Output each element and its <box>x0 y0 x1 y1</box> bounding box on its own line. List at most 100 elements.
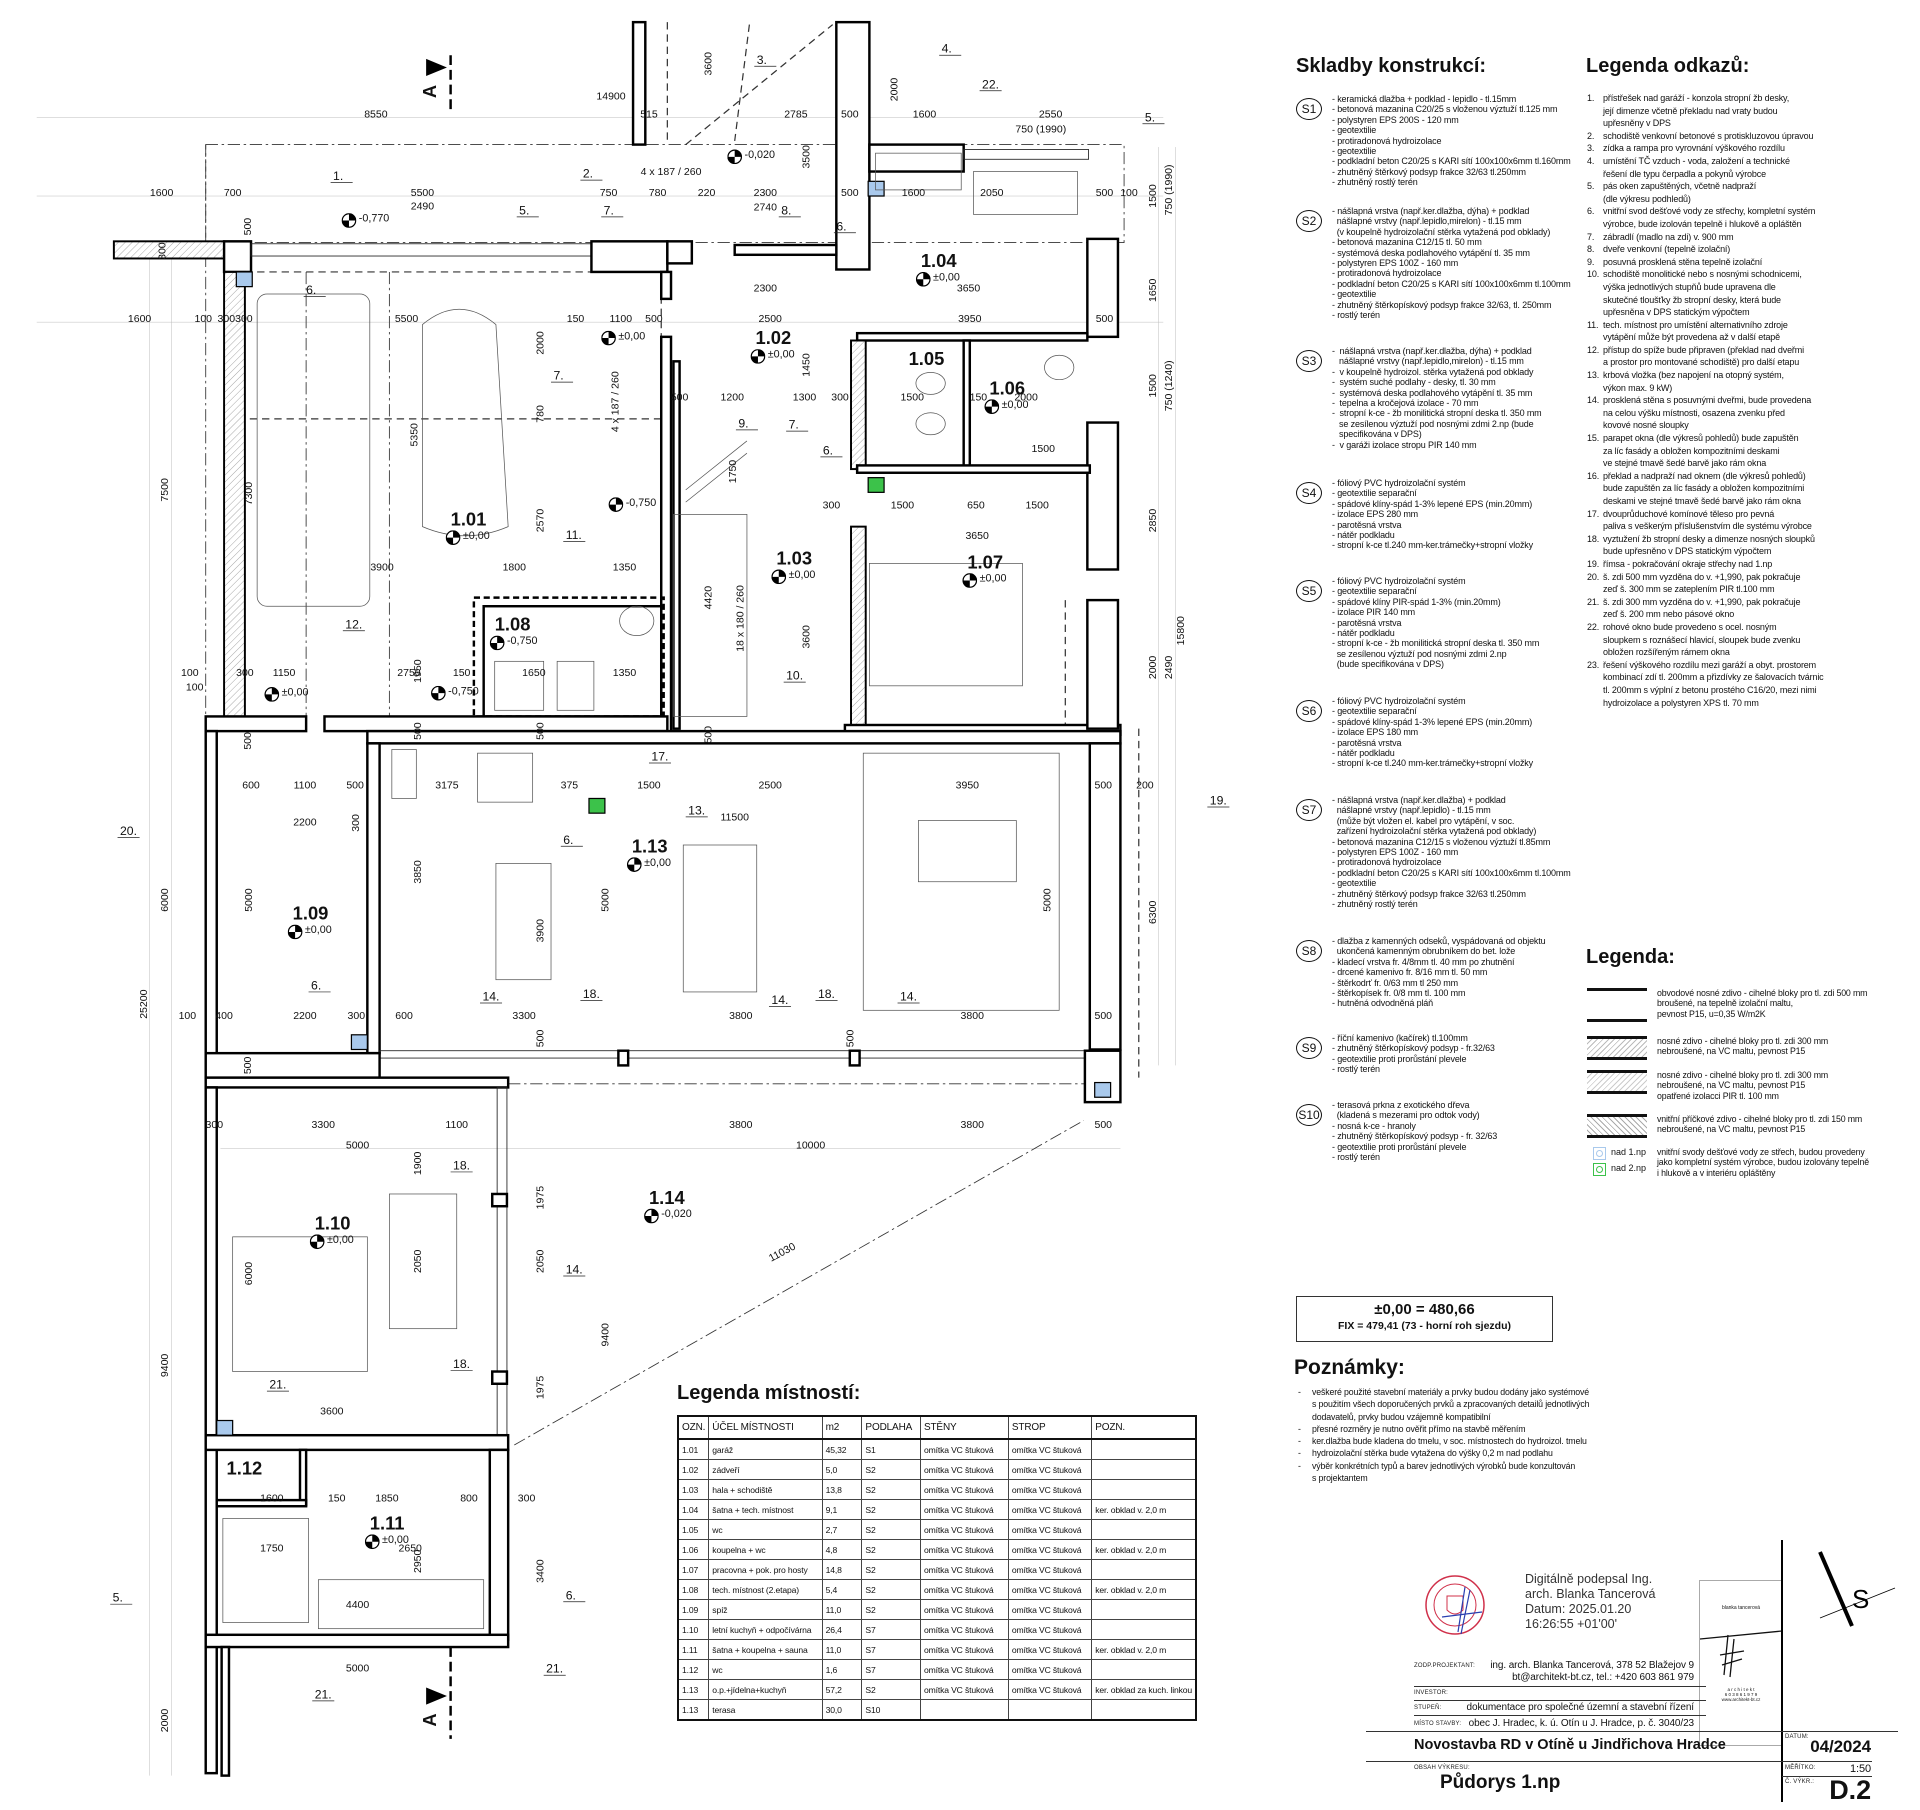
odkaz-item: 7.zábradlí (madlo na zdi) v. 900 mm <box>1587 231 1897 244</box>
table-cell <box>1091 1438 1197 1460</box>
skladba-code-badge: S5 <box>1296 580 1322 602</box>
dimension-label: 4 x 187 / 260 <box>609 371 621 432</box>
skladba-line: - nátěr podkladu <box>1332 748 1395 759</box>
dimension-label: 220 <box>698 187 716 199</box>
zodp-line2: bt@architekt-bt.cz, tel.: +420 603 861 9… <box>1512 1672 1694 1683</box>
skladba-line: - stropní k-ce - žb monilitická stropní … <box>1332 408 1542 419</box>
skladba-line: - geotextilie separační <box>1332 586 1417 597</box>
callout-number: 17. <box>651 750 668 764</box>
skladba-line: - systémová deska podlahového vytápění t… <box>1332 247 1530 258</box>
table-cell: koupelna + wc <box>708 1539 823 1560</box>
architect-footer: a r c h i t e k t <box>1727 1687 1755 1692</box>
skladba-line: ukončená kamenným obrubníkem do bet. lož… <box>1332 946 1516 957</box>
callout-number: 12. <box>345 617 362 631</box>
table-cell: S2 <box>861 1519 921 1540</box>
dimension-label: 1500 <box>1025 499 1049 511</box>
table-cell: 1.12 <box>677 1659 710 1680</box>
dimension-label: 780 <box>649 187 667 199</box>
callout-number: 8. <box>781 203 791 217</box>
callout-number: 4. <box>942 42 952 56</box>
room-label-1-03: 1.03±0,00 <box>771 548 815 585</box>
callout-number: 14. <box>482 990 499 1004</box>
legend-line: nebroušené, na VC maltu, pevnost P15 <box>1657 1080 1806 1091</box>
odkaz-line: výška jednotlivých stupňů bude upravena … <box>1603 281 1776 292</box>
dimension-label: 1150 <box>273 667 296 679</box>
dimension-label: 300 <box>823 499 841 511</box>
dimension-label: 1600 <box>260 1492 284 1504</box>
table-cell: terasa <box>708 1699 823 1721</box>
elevation-mark-icon <box>431 685 446 701</box>
legend-line: nebroušené, na VC maltu, pevnost P15 <box>1657 1124 1806 1135</box>
skladba-line: nášlapné vrstvy (např.lepidlo) - tl.15 m… <box>1332 805 1491 816</box>
signature-line: Datum: 2025.01.20 <box>1525 1602 1632 1616</box>
dimension-label: 1600 <box>902 187 926 199</box>
odkaz-number: 1. <box>1587 93 1595 103</box>
dimension-label: 1450 <box>800 353 812 377</box>
table-cell: omítka VC štuková <box>1007 1479 1093 1500</box>
room-label-1-13: 1.13±0,00 <box>626 835 671 872</box>
dimension-label: 300 <box>236 667 254 679</box>
odkaz-item: 17.dvouprůduchové komínové těleso pro pe… <box>1587 508 1897 533</box>
callout-number: 20. <box>120 824 137 838</box>
dimension-label: 2500 <box>759 780 783 792</box>
table-cell: tech. místnost (2.etapa) <box>708 1579 823 1600</box>
dimension-label: 18 x 180 / 260 <box>734 585 746 652</box>
odkaz-line: upřesněny v DPS <box>1603 118 1671 129</box>
room-label-1-05: 1.05 <box>909 348 945 369</box>
dimension-label: 5350 <box>409 423 421 447</box>
skladba-line: - kladecí vrstva fr. 4/8mm tl. 40 mm po … <box>1332 956 1515 967</box>
callout-number: 18. <box>453 1357 470 1371</box>
skladba-line: zařízení hydroizolační stěrka vytažená p… <box>1332 826 1537 837</box>
table-cell: ker. obklad za kuch. linkou <box>1091 1679 1197 1700</box>
table-cell <box>1091 1619 1197 1640</box>
room-number: 1.02 <box>756 327 792 348</box>
room-level: ±0,00 <box>644 857 671 869</box>
section-label: A <box>419 85 440 98</box>
dimension-label: 500 <box>702 726 714 744</box>
dimension-label: 2300 <box>754 187 778 199</box>
table-cell: 1.01 <box>677 1438 710 1460</box>
dimension-label: 700 <box>224 187 242 199</box>
dimension-label: 300 <box>156 242 168 260</box>
room-number: 1.12 <box>227 1457 263 1478</box>
table-cell: 1.09 <box>677 1599 710 1620</box>
skladba-line: - geotextilie <box>1332 125 1377 136</box>
dimension-label: 500 <box>1094 1010 1112 1022</box>
room-label-1-04: 1.04±0,00 <box>915 250 960 287</box>
table-cell <box>1091 1599 1197 1620</box>
elevation-mark-icon <box>601 330 616 346</box>
odkaz-line: umístění TČ vzduch - voda, založení a te… <box>1603 155 1790 166</box>
table-cell: 30,0 <box>821 1699 863 1721</box>
dimension-label: 8550 <box>364 109 388 121</box>
table-cell: omítka VC štuková <box>1007 1438 1093 1460</box>
odkaz-item: 3.zídka a rampa pro vyrovnání výškového … <box>1587 142 1897 155</box>
skladba-line: - geotextilie separační <box>1332 706 1417 717</box>
dimension-label: 2300 <box>754 283 778 295</box>
dimension-label: 1100 <box>445 1119 468 1131</box>
table-cell <box>1091 1659 1197 1680</box>
dimension-label: 1600 <box>128 313 152 325</box>
odkaz-number: 20. <box>1587 571 1600 582</box>
odkaz-line: skutečné tloušťky žb stropní desky, kter… <box>1603 294 1781 305</box>
table-header: STROP <box>1007 1415 1093 1440</box>
elevation-mark-icon <box>309 1234 325 1250</box>
odkaz-number: 9. <box>1587 256 1595 267</box>
dimension-label: 3500 <box>800 145 812 169</box>
table-cell: 5,4 <box>821 1579 863 1600</box>
callout-number: 10. <box>786 669 803 683</box>
table-header: ÚČEL MÍSTNOSTI <box>708 1415 823 1440</box>
stupen-label: STUPEŇ: <box>1414 1705 1442 1711</box>
odkaz-line: její dimenze včetně překladu nad vraty b… <box>1603 105 1778 116</box>
dimension-label: 300 <box>348 1010 366 1022</box>
dimension-label: 2950 <box>412 1549 424 1573</box>
dimension-label: 5500 <box>411 187 435 199</box>
odkaz-line: bude upřesněno v DPS statickým výpočtem <box>1603 546 1772 557</box>
odkaz-number: 21. <box>1587 596 1600 607</box>
odkaz-item: 16.překlad a nadpraží nad oknem (dle výk… <box>1587 470 1897 508</box>
drain-icon <box>1593 1147 1606 1160</box>
odkaz-item: 5.pás oken zapuštěných, včetně nadpraží(… <box>1587 180 1897 205</box>
odkaz-line: vytápění může být provedena až v další e… <box>1603 332 1781 343</box>
dimension-label: 3600 <box>800 625 812 649</box>
